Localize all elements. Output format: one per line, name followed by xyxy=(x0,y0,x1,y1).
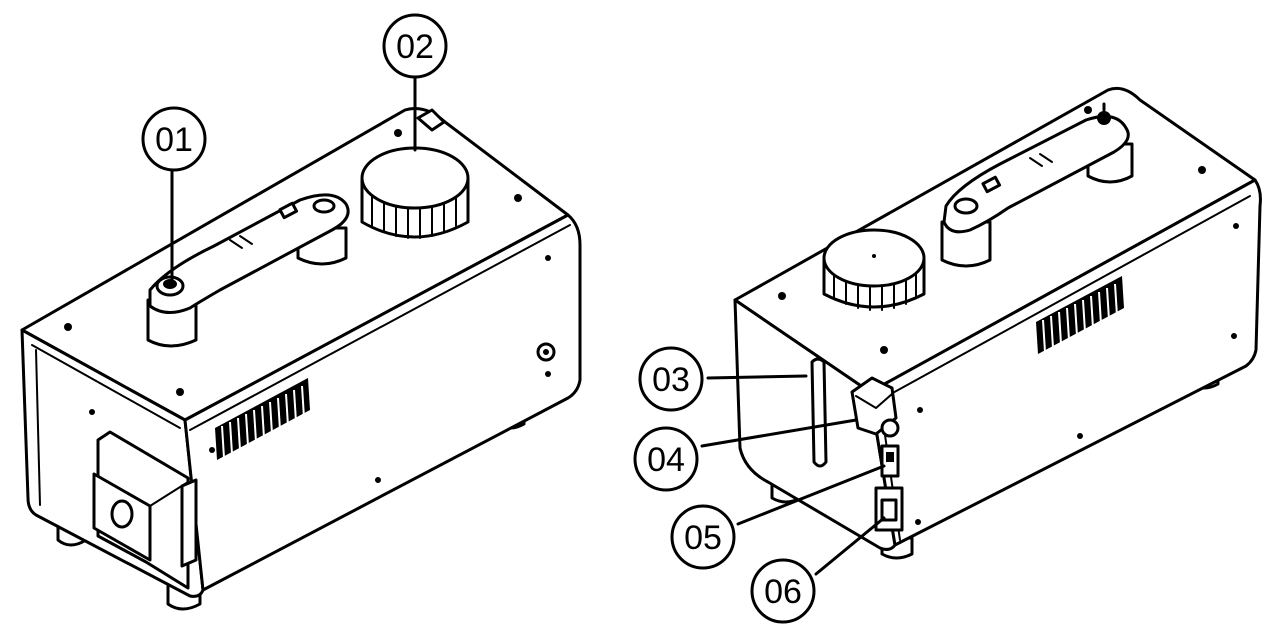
left-unit-vent-grille xyxy=(215,378,310,460)
callout-03-label: 03 xyxy=(652,361,690,399)
right-unit-screws xyxy=(778,106,1239,525)
left-unit-side-connector xyxy=(536,342,556,362)
callout-06: 06 xyxy=(750,558,816,624)
callout-01-label: 01 xyxy=(155,121,193,159)
right-unit xyxy=(733,86,1262,560)
callout-01: 01 xyxy=(141,106,207,172)
left-unit-nozzle xyxy=(92,430,198,590)
callout-02: 02 xyxy=(382,13,448,79)
left-unit xyxy=(20,107,582,611)
right-unit-side-face xyxy=(868,178,1262,547)
right-unit-vent-grille xyxy=(1036,276,1124,354)
right-unit-tank-cap xyxy=(822,228,926,311)
left-unit-screws xyxy=(64,129,551,483)
leader-lines xyxy=(170,75,886,576)
callout-03: 03 xyxy=(638,346,704,412)
right-unit-handle xyxy=(940,102,1134,268)
left-unit-tank-cap xyxy=(360,108,470,239)
callout-05: 05 xyxy=(670,504,736,570)
callout-02-label: 02 xyxy=(396,28,434,66)
left-unit-handle xyxy=(146,193,350,348)
right-unit-rear-panel xyxy=(874,418,904,532)
callout-06-label: 06 xyxy=(764,573,802,611)
left-unit-side-face xyxy=(183,213,582,592)
callout-04-label: 04 xyxy=(647,441,685,479)
callout-04: 04 xyxy=(633,426,699,492)
callout-05-label: 05 xyxy=(684,519,722,557)
right-unit-fluid-window xyxy=(810,357,828,468)
